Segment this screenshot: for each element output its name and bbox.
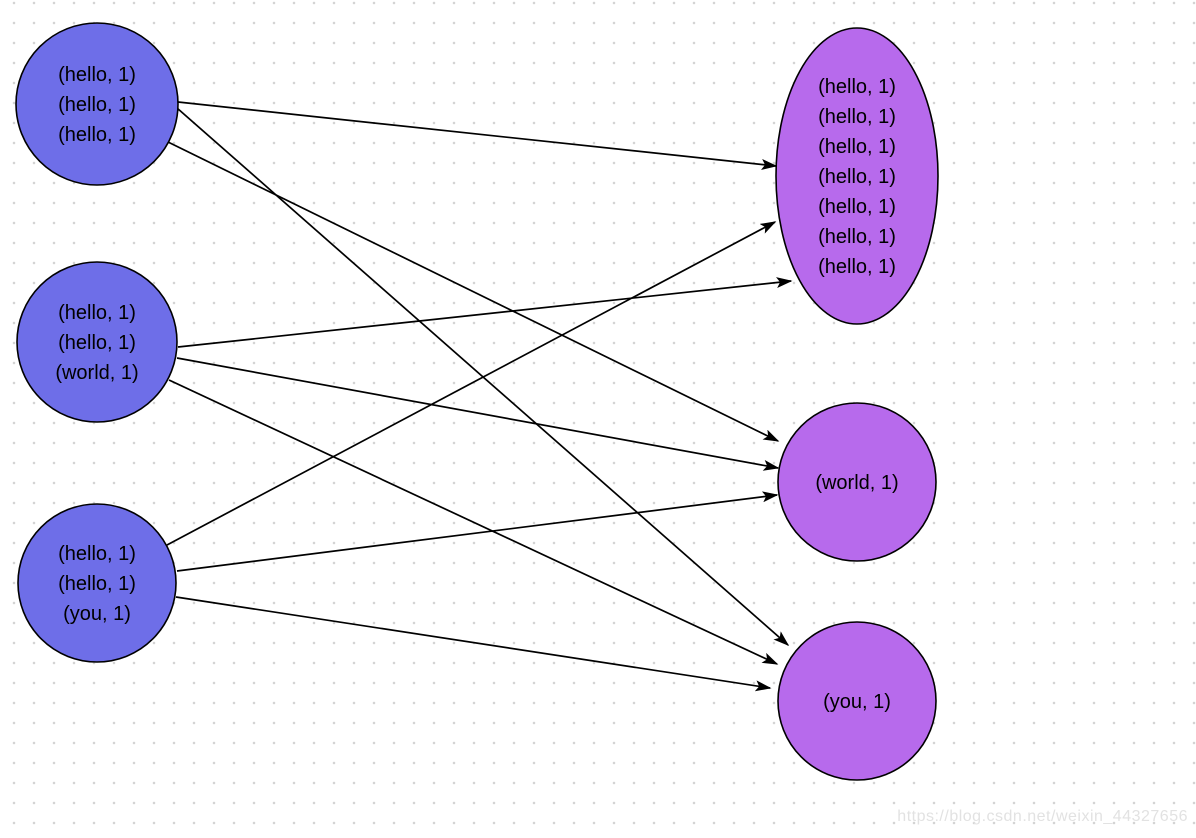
map-output-node-3: (hello, 1)(hello, 1)(you, 1) <box>17 503 177 663</box>
map-output-node-3-label: (hello, 1)(hello, 1)(you, 1) <box>58 543 136 625</box>
map-output-node-1-shape <box>15 22 179 186</box>
reduce-input-node-hello-label: (hello, 1)(hello, 1)(hello, 1)(hello, 1)… <box>818 76 896 278</box>
edge-map-1-to-reduce-hello <box>177 101 778 170</box>
reduce-input-node-you: (you, 1) <box>777 621 937 781</box>
reduce-input-node-you-shape <box>777 621 937 781</box>
map-output-node-3-shape <box>17 503 177 663</box>
map-output-node-2: (hello, 1)(hello, 1)(world, 1) <box>16 261 178 423</box>
edge-map-3-to-reduce-hello <box>166 221 777 546</box>
watermark: https://blog.csdn.net/weixin_44327656 <box>897 808 1188 825</box>
edge-map-1-to-reduce-world <box>167 141 780 442</box>
reduce-input-node-world-label: (world, 1) <box>815 472 898 494</box>
map-output-node-2-shape <box>16 261 178 423</box>
reduce-input-node-hello-shape <box>775 27 939 325</box>
edge-map-3-to-reduce-world <box>176 491 779 572</box>
reduce-input-node-you-label: (you, 1) <box>823 691 891 713</box>
edge-map-3-to-reduce-you <box>175 596 772 692</box>
map-output-node-1-label: (hello, 1)(hello, 1)(hello, 1) <box>58 64 136 146</box>
reduce-input-node-world-shape <box>777 402 937 562</box>
map-output-node-2-label: (hello, 1)(hello, 1)(world, 1) <box>55 302 138 384</box>
reduce-input-node-world: (world, 1) <box>777 402 937 562</box>
edge-map-2-to-reduce-world <box>176 357 780 471</box>
edge-map-2-to-reduce-hello <box>177 277 793 348</box>
reduce-input-node-hello: (hello, 1)(hello, 1)(hello, 1)(hello, 1)… <box>775 27 939 325</box>
edge-map-2-to-reduce-you <box>168 379 779 665</box>
map-output-node-1: (hello, 1)(hello, 1)(hello, 1) <box>15 22 179 186</box>
